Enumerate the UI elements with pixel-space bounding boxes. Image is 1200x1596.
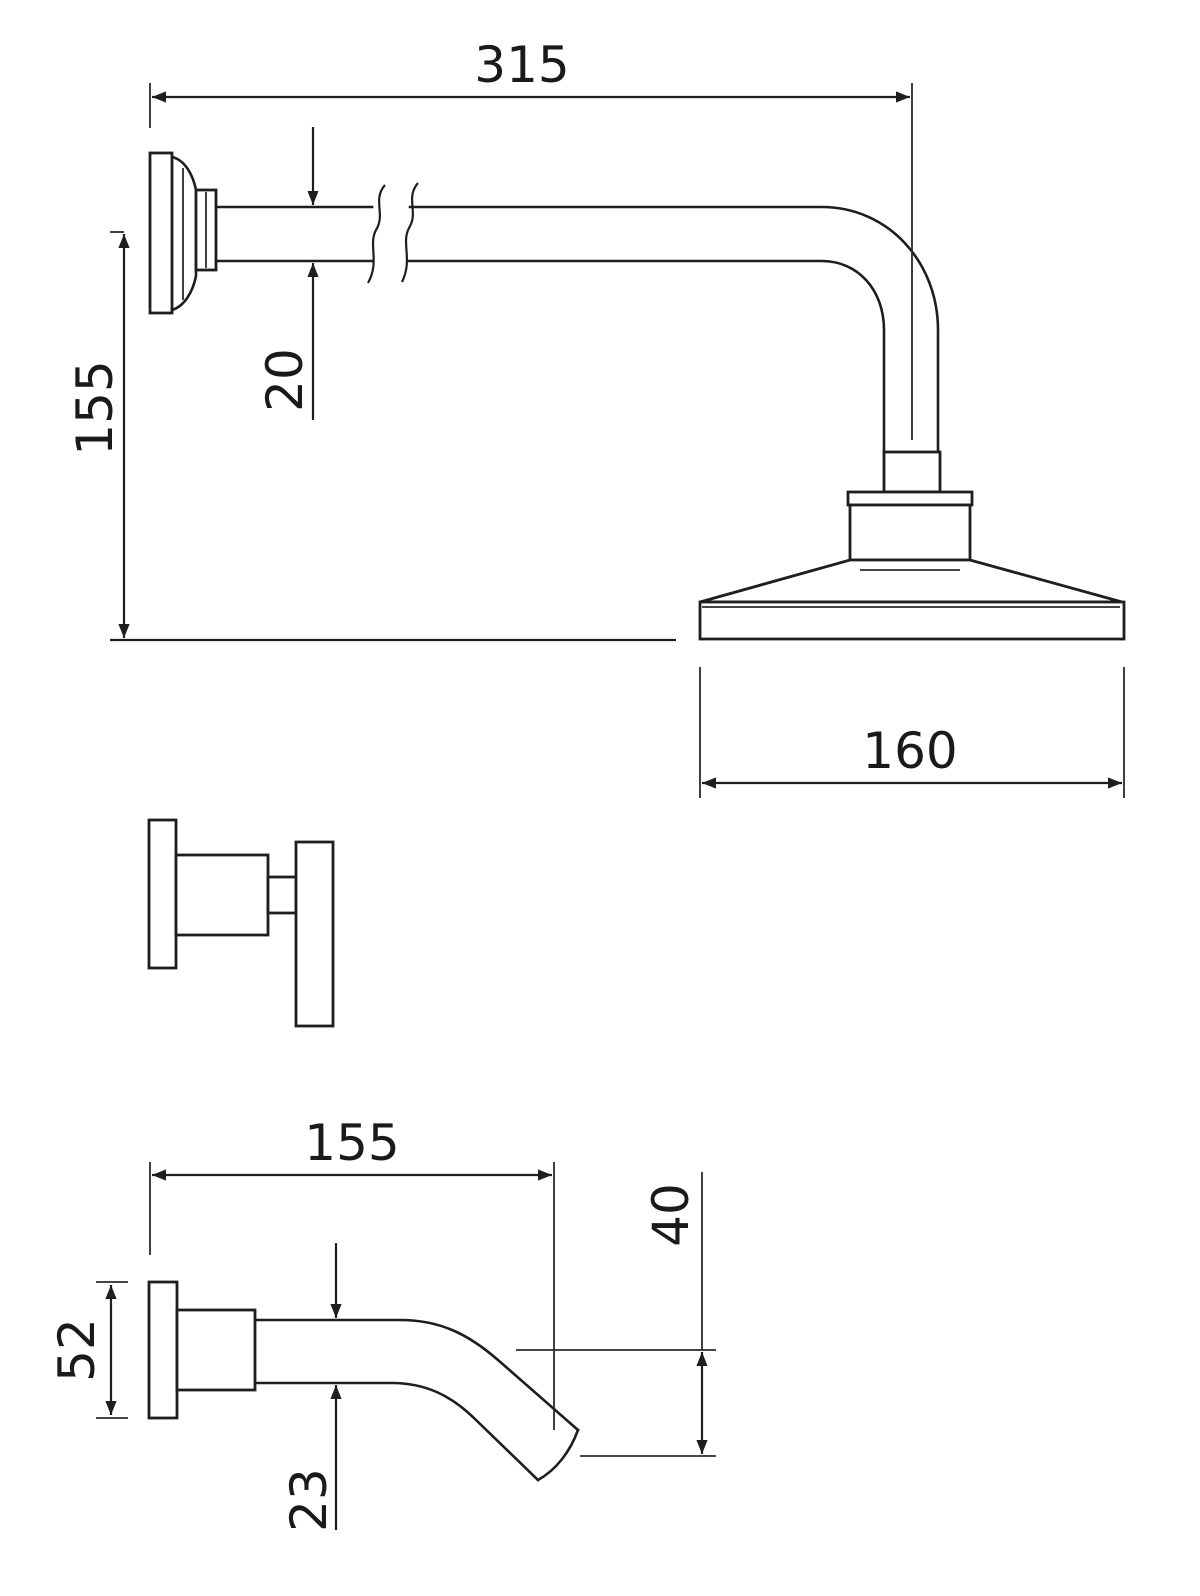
dimension-20: 20 [256,127,319,420]
dimension-155-spout: 155 [149,1114,555,1430]
head-cap-ring [846,490,974,507]
shower-arm-pipe-inner [406,259,886,455]
dim-label-23: 23 [280,1468,338,1532]
valve-lever [294,840,335,1028]
spout-pipe-top [253,1318,580,1432]
dimension-40: 40 [516,1172,716,1457]
dimension-160: 160 [699,667,1125,798]
shower-arm-pipe-outer [408,205,940,455]
bath-spout [147,1280,580,1482]
head-plate [698,600,1126,641]
head-body [848,503,972,562]
valve-stem [266,875,298,915]
dimension-52: 52 [48,1281,128,1419]
valve-wall-plate [147,818,178,970]
flange-cone [170,155,198,312]
spout-wall-plate [147,1280,179,1420]
dim-label-52: 52 [48,1318,106,1382]
dim-label-40: 40 [642,1183,700,1247]
dim-label-155-vertical: 155 [66,360,124,455]
dim-label-155-spout: 155 [304,1114,399,1172]
dimension-315: 315 [149,36,913,440]
dim-label-160: 160 [862,722,957,780]
pipe-break-right [401,182,419,283]
valve-handle [147,818,335,1028]
pipe-break-left [367,184,386,284]
wall-flange [148,151,174,315]
head-cone [699,558,1123,604]
shower-arm-assembly [110,151,1126,642]
dimension-23: 23 [280,1243,342,1532]
head-connector [882,450,942,494]
spout-collar [175,1308,257,1392]
dimension-155-height: 155 [66,231,130,638]
spout-outlet [536,1428,580,1482]
spout-pipe-bottom [253,1381,540,1482]
dim-label-20: 20 [256,348,314,412]
dim-label-315: 315 [474,36,569,94]
valve-body [174,853,270,937]
